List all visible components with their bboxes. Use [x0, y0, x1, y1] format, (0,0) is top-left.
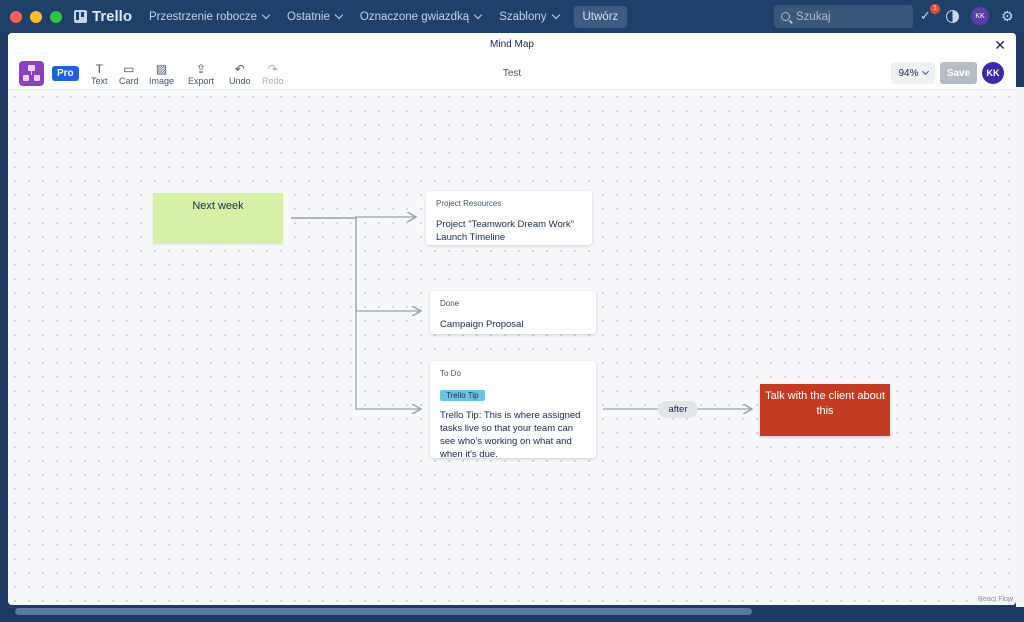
card-list-name: To Do	[440, 369, 461, 378]
tool-label: Card	[119, 76, 139, 86]
tool-label: Text	[91, 76, 108, 86]
user-avatar[interactable]: KK	[982, 62, 1004, 84]
redo-icon: ↷	[267, 62, 278, 76]
card-list-name: Done	[440, 299, 460, 308]
connector-edges	[291, 90, 1016, 605]
scrollbar-thumb[interactable]	[15, 608, 752, 615]
edge-to-todo	[291, 217, 421, 409]
card-done[interactable]: Done Campaign Proposal	[430, 291, 596, 334]
mind-map-app-icon	[19, 61, 44, 86]
image-icon: ▨	[155, 62, 168, 76]
search-icon	[781, 12, 790, 21]
close-window-button[interactable]	[10, 10, 22, 23]
card-tool-button[interactable]: ▭ Card	[119, 62, 139, 86]
tool-label: Undo	[229, 76, 251, 86]
card-list-name: Project Resources	[436, 199, 502, 208]
shape-node[interactable]: Talk with the client about this	[760, 384, 890, 436]
account-avatar[interactable]: KK	[971, 7, 989, 25]
nav-label: Przestrzenie robocze	[149, 10, 258, 23]
app-name: Trello	[92, 8, 133, 25]
sticky-note[interactable]: Next week	[153, 193, 283, 244]
nav-label: Ostatnie	[287, 10, 330, 23]
mind-map-modal: Mind Map ✕ Pro T Text ▭ Card ▨ Image ⇪ E…	[8, 33, 1016, 605]
notifications-icon[interactable]: ✓1	[920, 4, 940, 23]
card-icon: ▭	[123, 62, 135, 76]
redo-button[interactable]: ↷ Redo	[262, 62, 284, 86]
zoom-value: 94%	[898, 67, 919, 79]
close-icon[interactable]: ✕	[994, 37, 1006, 53]
trello-logo[interactable]: Trello	[74, 8, 132, 25]
notification-badge: 1	[930, 4, 940, 14]
minimize-window-button[interactable]	[30, 10, 42, 23]
trello-header: Trello Przestrzenie robocze Ostatnie Ozn…	[0, 0, 1024, 33]
chevron-down-icon	[473, 10, 483, 20]
image-tool-button[interactable]: ▨ Image	[149, 62, 174, 86]
card-title: Trello Tip: This is where assigned tasks…	[440, 410, 581, 460]
chevron-down-icon	[261, 10, 271, 20]
nav-recent[interactable]: Ostatnie	[278, 5, 351, 29]
settings-gear-icon[interactable]: ⚙	[1001, 7, 1014, 24]
pro-badge[interactable]: Pro	[52, 66, 79, 81]
modal-title: Mind Map	[490, 39, 534, 50]
main-nav: Przestrzenie robocze Ostatnie Oznaczone …	[140, 5, 628, 29]
search-placeholder: Szukaj	[796, 10, 831, 23]
undo-icon: ↶	[234, 62, 245, 76]
edge-label[interactable]: after	[658, 401, 698, 418]
card-todo[interactable]: To Do Trello Tip Trello Tip: This is whe…	[430, 361, 596, 460]
board-name: Test	[502, 68, 522, 79]
undo-button[interactable]: ↶ Undo	[229, 62, 251, 86]
chevron-down-icon	[921, 67, 929, 76]
window-controls	[10, 10, 62, 23]
export-button[interactable]: ⇪ Export	[188, 62, 214, 86]
nav-starred[interactable]: Oznaczone gwiazdką	[351, 5, 490, 29]
text-tool-button[interactable]: T Text	[91, 62, 108, 86]
theme-toggle-icon[interactable]	[946, 9, 959, 23]
card-title: Project "Teamwork Dream Work" Launch Tim…	[436, 219, 575, 243]
maximize-window-button[interactable]	[50, 10, 62, 23]
nav-workspaces[interactable]: Przestrzenie robocze	[140, 5, 278, 29]
text-icon: T	[95, 62, 103, 76]
trello-board-icon	[74, 10, 87, 23]
mind-map-canvas[interactable]: Next week Project Resources Project "Tea…	[8, 90, 1016, 605]
export-icon: ⇪	[195, 62, 207, 76]
card-project-resources[interactable]: Project Resources Project "Teamwork Drea…	[426, 191, 592, 245]
chevron-down-icon	[334, 10, 344, 20]
tool-label: Export	[188, 76, 215, 86]
background-board-edge	[1016, 87, 1024, 607]
modal-toolbar: Mind Map ✕ Pro T Text ▭ Card ▨ Image ⇪ E…	[8, 33, 1016, 90]
nav-label: Szablony	[499, 10, 547, 23]
create-button[interactable]: Utwórz	[573, 5, 628, 28]
search-input[interactable]: Szukaj	[774, 5, 913, 28]
card-label-trello-tip: Trello Tip	[440, 390, 485, 401]
react-flow-attribution[interactable]: React Flow	[977, 596, 1013, 603]
tool-label: Redo	[262, 76, 284, 86]
card-title: Campaign Proposal	[440, 319, 524, 330]
horizontal-scrollbar[interactable]	[8, 605, 1016, 617]
tool-label: Image	[149, 76, 175, 86]
chevron-down-icon	[551, 10, 560, 20]
nav-templates[interactable]: Szablony	[490, 5, 567, 29]
zoom-select[interactable]: 94%	[891, 62, 935, 84]
save-button[interactable]: Save	[940, 62, 977, 84]
nav-label: Oznaczone gwiazdką	[359, 10, 470, 23]
